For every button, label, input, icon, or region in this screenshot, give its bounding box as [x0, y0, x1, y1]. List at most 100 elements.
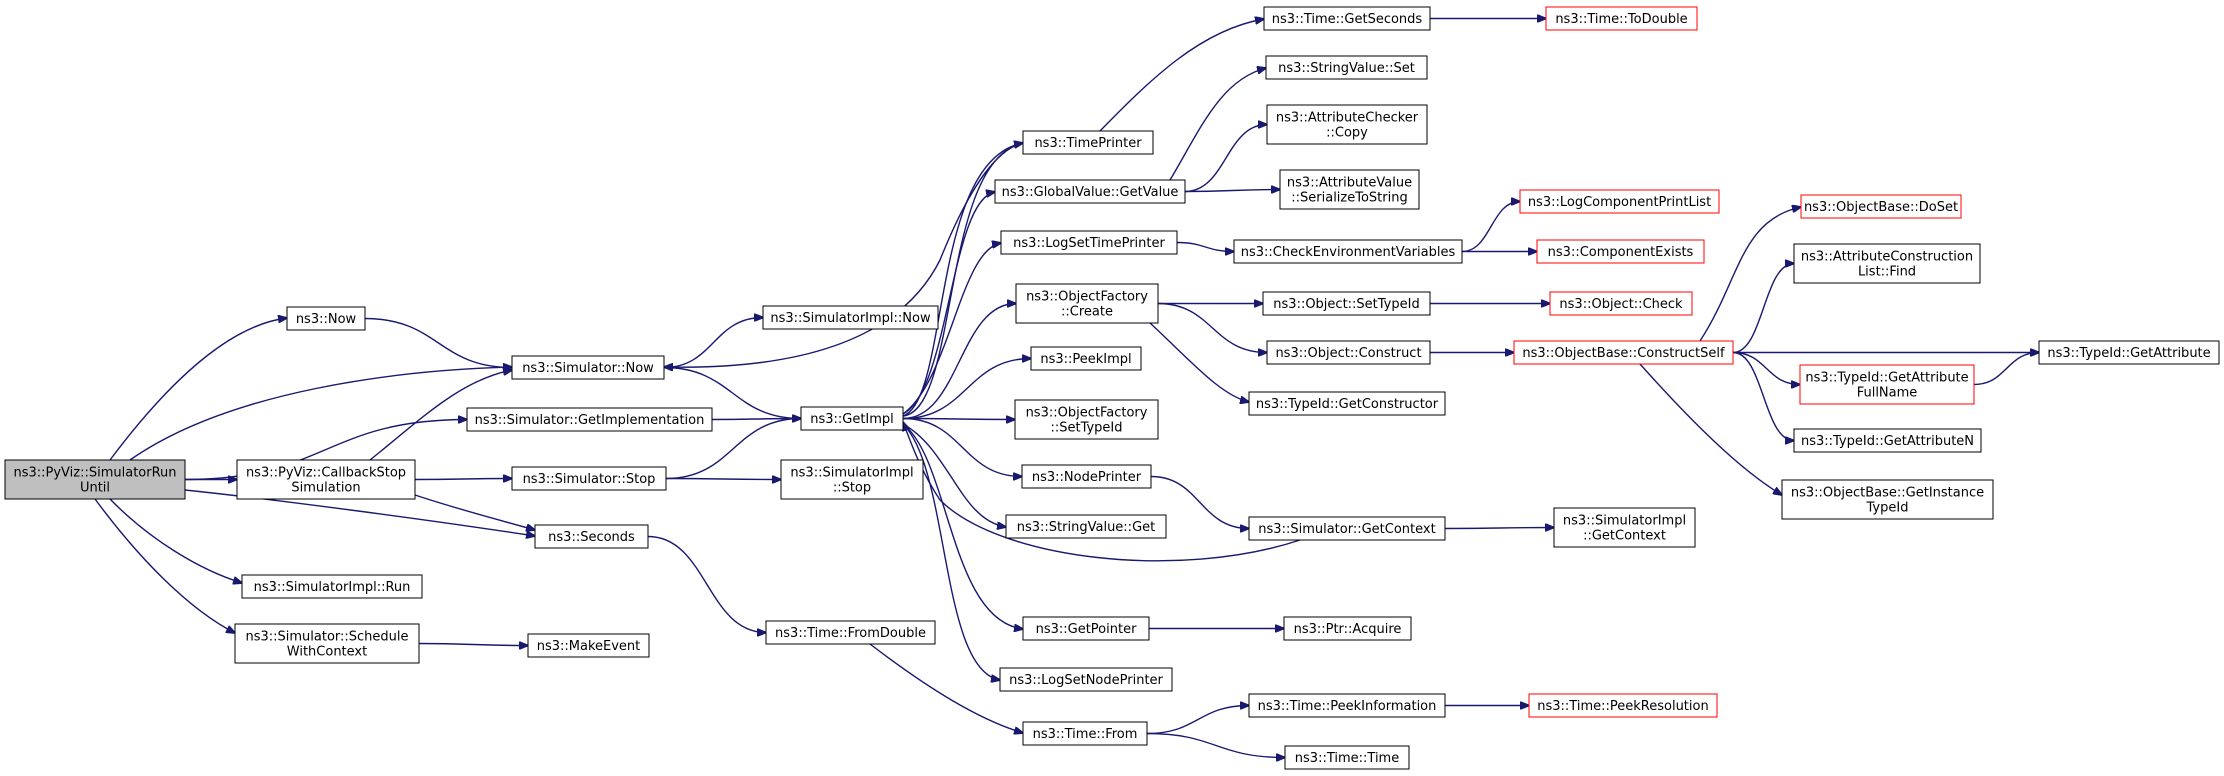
node-now[interactable]: ns3::Now [286, 306, 366, 331]
node-simImplGetCtx[interactable]: ns3::SimulatorImpl::GetContext [1553, 507, 1696, 548]
node-box[interactable] [1528, 693, 1718, 718]
node-peekImpl[interactable]: ns3::PeekImpl [1030, 346, 1142, 371]
node-nodePrinter[interactable]: ns3::NodePrinter [1021, 464, 1152, 489]
node-box[interactable] [1000, 230, 1178, 255]
node-box[interactable] [1021, 464, 1152, 489]
node-box[interactable] [1799, 364, 1975, 405]
node-box[interactable] [780, 459, 924, 500]
node-getPointer[interactable]: ns3::GetPointer [1022, 616, 1150, 641]
node-box[interactable] [241, 574, 423, 599]
node-box[interactable] [286, 306, 366, 331]
node-box[interactable] [1284, 745, 1410, 770]
node-box[interactable] [466, 407, 713, 432]
node-box[interactable] [1248, 391, 1446, 416]
node-obConstructSelf[interactable]: ns3::ObjectBase::ConstructSelf [1513, 340, 1734, 365]
node-box[interactable] [511, 355, 665, 380]
node-box[interactable] [1022, 721, 1148, 746]
node-objSetTypeId[interactable]: ns3::Object::SetTypeId [1262, 291, 1431, 316]
node-timeTime[interactable]: ns3::Time::Time [1284, 745, 1410, 770]
node-box[interactable] [1022, 616, 1150, 641]
node-logSetNP[interactable]: ns3::LogSetNodePrinter [999, 667, 1173, 692]
node-objConstruct[interactable]: ns3::Object::Construct [1266, 340, 1431, 365]
node-box[interactable] [1519, 189, 1720, 214]
node-box[interactable] [511, 466, 667, 491]
node-ofCreate[interactable]: ns3::ObjectFactory::Create [1015, 283, 1159, 324]
node-box[interactable] [1030, 346, 1142, 371]
node-box[interactable] [1015, 283, 1159, 324]
node-compExists[interactable]: ns3::ComponentExists [1536, 239, 1705, 264]
node-peekRes[interactable]: ns3::Time::PeekResolution [1528, 693, 1718, 718]
node-box[interactable] [1262, 291, 1431, 316]
node-box[interactable] [800, 406, 904, 431]
node-box[interactable] [1022, 130, 1154, 155]
node-box[interactable] [2038, 340, 2220, 365]
node-box[interactable] [1781, 479, 1994, 520]
node-ofSetTypeId[interactable]: ns3::ObjectFactory::SetTypeId [1014, 399, 1159, 440]
node-box[interactable] [1266, 104, 1428, 145]
node-tidGetAttr[interactable]: ns3::TypeId::GetAttribute [2038, 340, 2220, 365]
node-peekInfo[interactable]: ns3::Time::PeekInformation [1248, 693, 1446, 718]
node-box[interactable] [1005, 514, 1167, 539]
node-checkEnv[interactable]: ns3::CheckEnvironmentVariables [1233, 239, 1463, 264]
node-box[interactable] [4, 459, 186, 500]
node-strValGet[interactable]: ns3::StringValue::Get [1005, 514, 1167, 539]
node-box[interactable] [1014, 399, 1159, 440]
node-simStop[interactable]: ns3::Simulator::Stop [511, 466, 667, 491]
node-strValSet[interactable]: ns3::StringValue::Set [1265, 55, 1428, 80]
node-attrCheckerCopy[interactable]: ns3::AttributeChecker::Copy [1266, 104, 1428, 145]
node-box[interactable] [1266, 340, 1431, 365]
node-box[interactable] [1553, 507, 1696, 548]
node-box[interactable] [1279, 169, 1420, 210]
node-box[interactable] [527, 633, 650, 658]
node-box[interactable] [1549, 291, 1693, 316]
node-box[interactable] [234, 623, 420, 664]
node-tidGetCtor[interactable]: ns3::TypeId::GetConstructor [1248, 391, 1446, 416]
node-simImplStop[interactable]: ns3::SimulatorImpl::Stop [780, 459, 924, 500]
node-box[interactable] [534, 524, 649, 549]
node-box[interactable] [1248, 516, 1446, 541]
node-obDoSet[interactable]: ns3::ObjectBase::DoSet [1800, 194, 1962, 219]
node-box[interactable] [1536, 239, 1705, 264]
node-seconds[interactable]: ns3::Seconds [534, 524, 649, 549]
node-box[interactable] [236, 459, 416, 500]
node-simImplNow[interactable]: ns3::SimulatorImpl::Now [762, 305, 939, 330]
node-box[interactable] [999, 667, 1173, 692]
node-getImpl[interactable]: ns3::GetImpl [800, 406, 904, 431]
node-box[interactable] [1793, 243, 1981, 284]
node-timeFrom[interactable]: ns3::Time::From [1022, 721, 1148, 746]
node-getSeconds[interactable]: ns3::Time::GetSeconds [1263, 6, 1431, 31]
node-box[interactable] [1263, 6, 1431, 31]
node-box[interactable] [1233, 239, 1463, 264]
node-box[interactable] [994, 179, 1186, 204]
node-toDouble[interactable]: ns3::Time::ToDouble [1545, 6, 1698, 31]
node-simGetCtx[interactable]: ns3::Simulator::GetContext [1248, 516, 1446, 541]
node-box[interactable] [1265, 55, 1428, 80]
node-box[interactable] [1513, 340, 1734, 365]
node-simGetImpl[interactable]: ns3::Simulator::GetImplementation [466, 407, 713, 432]
node-ptrAcquire[interactable]: ns3::Ptr::Acquire [1283, 616, 1412, 641]
node-simImplRun[interactable]: ns3::SimulatorImpl::Run [241, 574, 423, 599]
node-simNow[interactable]: ns3::Simulator::Now [511, 355, 665, 380]
node-box[interactable] [1800, 194, 1962, 219]
node-box[interactable] [762, 305, 939, 330]
node-logCompPrint[interactable]: ns3::LogComponentPrintList [1519, 189, 1720, 214]
node-logSetTP[interactable]: ns3::LogSetTimePrinter [1000, 230, 1178, 255]
node-box[interactable] [1283, 616, 1412, 641]
node-timePrinter[interactable]: ns3::TimePrinter [1022, 130, 1154, 155]
node-tidGetAttrN[interactable]: ns3::TypeId::GetAttributeN [1793, 428, 1982, 453]
node-gvGetValue[interactable]: ns3::GlobalValue::GetValue [994, 179, 1186, 204]
node-fromDouble[interactable]: ns3::Time::FromDouble [765, 620, 936, 645]
node-box[interactable] [1793, 428, 1982, 453]
node-makeEvent[interactable]: ns3::MakeEvent [527, 633, 650, 658]
node-box[interactable] [1545, 6, 1698, 31]
node-box[interactable] [1248, 693, 1446, 718]
node-objCheck[interactable]: ns3::Object::Check [1549, 291, 1693, 316]
node-attrValSer[interactable]: ns3::AttributeValue::SerializeToString [1279, 169, 1420, 210]
node-box[interactable] [765, 620, 936, 645]
